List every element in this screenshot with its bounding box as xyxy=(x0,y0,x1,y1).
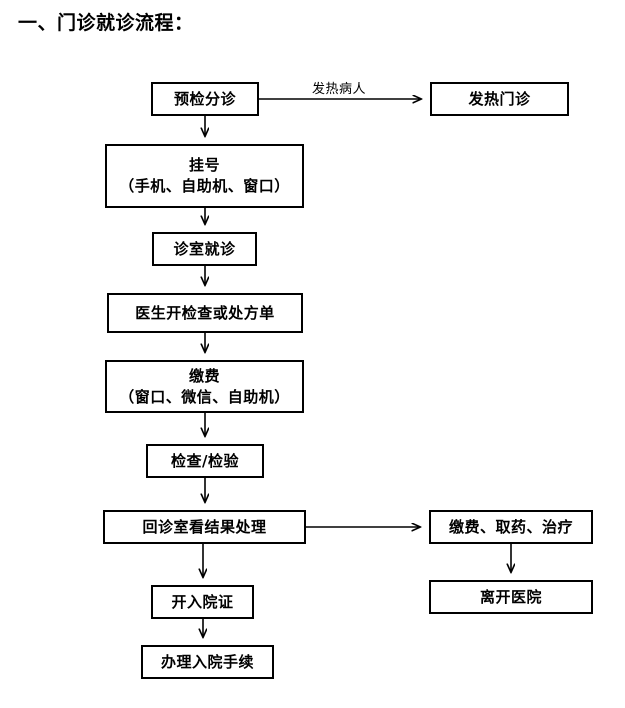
node-payment-line2: （窗口、微信、自助机） xyxy=(119,387,290,406)
node-doctor-orders[interactable]: 医生开检查或处方单 xyxy=(107,293,303,333)
node-leave-hospital-line1: 离开医院 xyxy=(479,587,542,606)
node-fever-clinic-line1: 发热门诊 xyxy=(468,89,531,108)
node-pay-collect-treat[interactable]: 缴费、取药、治疗 xyxy=(429,510,593,544)
node-return-for-results-line1: 回诊室看结果处理 xyxy=(142,517,267,536)
node-payment[interactable]: 缴费 （窗口、微信、自助机） xyxy=(105,360,304,413)
node-doctor-orders-line1: 医生开检查或处方单 xyxy=(135,303,275,322)
node-admission-procedures[interactable]: 办理入院手续 xyxy=(141,645,274,679)
edge-label-fever-patient: 发热病人 xyxy=(310,78,369,97)
node-registration-line2: （手机、自助机、窗口） xyxy=(119,177,290,195)
page-title: 一、门诊就诊流程： xyxy=(18,12,194,34)
node-leave-hospital[interactable]: 离开医院 xyxy=(429,580,593,614)
node-admission-certificate[interactable]: 开入院证 xyxy=(151,585,254,619)
node-admission-certificate-line1: 开入院证 xyxy=(171,592,234,611)
node-pay-collect-treat-line1: 缴费、取药、治疗 xyxy=(448,517,573,536)
node-pre-screening[interactable]: 预检分诊 xyxy=(151,82,259,116)
node-consulting-room-visit-line1: 诊室就诊 xyxy=(173,239,236,258)
node-admission-procedures-line1: 办理入院手续 xyxy=(160,652,254,671)
node-consulting-room-visit[interactable]: 诊室就诊 xyxy=(152,232,257,266)
node-examination-test[interactable]: 检查/检验 xyxy=(146,444,264,478)
node-registration-line1: 挂号 xyxy=(188,156,220,174)
node-fever-clinic[interactable]: 发热门诊 xyxy=(430,82,569,116)
node-payment-line1: 缴费 xyxy=(188,366,220,385)
node-examination-test-line1: 检查/检验 xyxy=(171,451,239,470)
node-registration[interactable]: 挂号 （手机、自助机、窗口） xyxy=(105,144,304,208)
node-return-for-results[interactable]: 回诊室看结果处理 xyxy=(103,510,306,544)
node-pre-screening-line1: 预检分诊 xyxy=(173,89,236,108)
